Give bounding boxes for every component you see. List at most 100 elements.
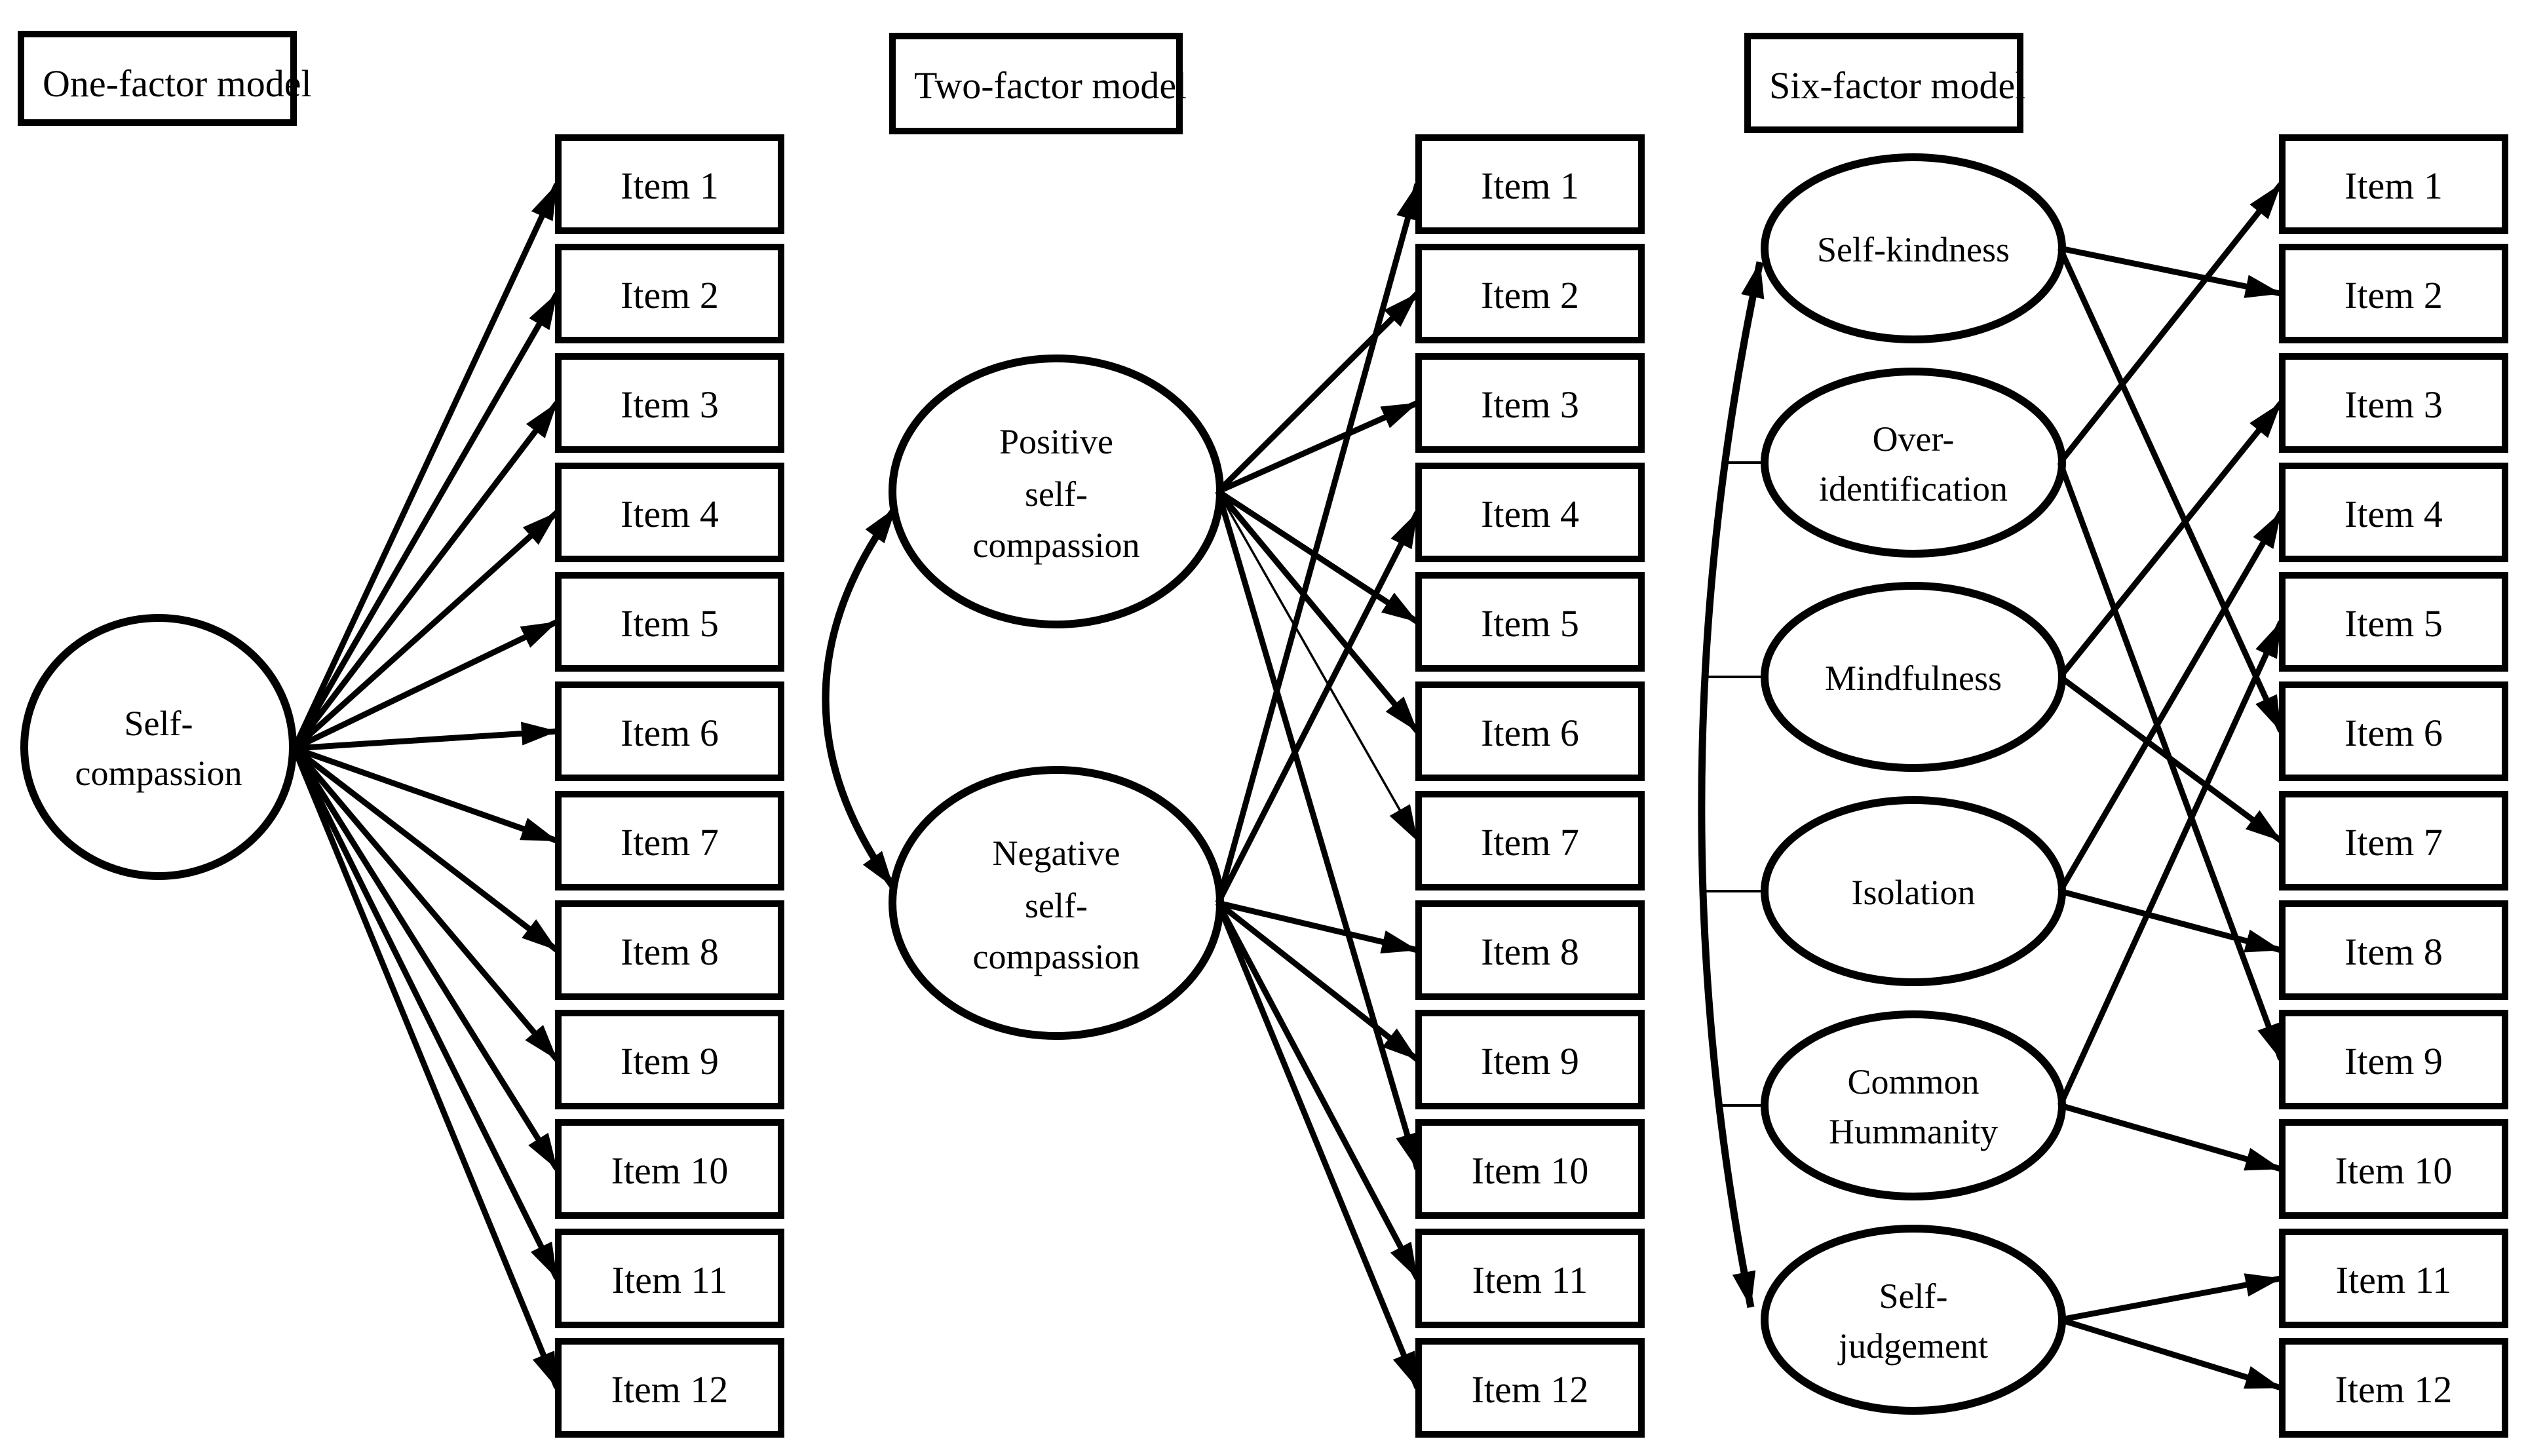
item-label: Item 10 (2335, 1149, 2453, 1192)
item-box (2279, 1010, 2508, 1109)
model-title-box (18, 31, 297, 126)
factor-label-common-humanity: Hummanity (1829, 1112, 1998, 1151)
loading-arrow-negative-self-compassion-to-item-12 (1215, 902, 1421, 1389)
loading-arrow-self-kindness-to-item-2 (2059, 245, 2282, 298)
item-box (555, 353, 784, 453)
item-box (555, 463, 784, 562)
item-label: Item 3 (621, 383, 719, 426)
item-label: Item 2 (1481, 274, 1579, 316)
factor-ellipse-self-compassion (20, 614, 297, 880)
item-label: Item 3 (1481, 383, 1579, 426)
item-box (2279, 353, 2508, 453)
item-box (1415, 681, 1645, 781)
factor-label-positive-self-compassion: self- (1025, 474, 1088, 514)
item-label: Item 1 (2344, 164, 2443, 207)
item-label: Item 4 (1481, 493, 1579, 535)
loading-arrow-self-compassion-to-item-9 (292, 746, 560, 1062)
item-box (2279, 1229, 2508, 1328)
item-box (555, 900, 784, 1000)
item-box (2279, 791, 2508, 891)
loading-arrow-negative-self-compassion-to-item-9 (1216, 900, 1419, 1062)
item-label: Item 6 (1481, 712, 1579, 754)
loading-arrow-common-humanity-to-item-5 (2057, 621, 2284, 1107)
item-label: Item 12 (1472, 1368, 1589, 1411)
item-box (2279, 681, 2508, 781)
loading-arrow-common-humanity-to-item-10 (2059, 1102, 2282, 1172)
item-box (1415, 572, 1645, 672)
item-box (1415, 1229, 1645, 1328)
item-box (1415, 244, 1645, 343)
item-box (2279, 1119, 2508, 1219)
item-label: Item 5 (2344, 602, 2443, 645)
loading-arrow-over-identification-to-item-1 (2057, 182, 2284, 465)
factor-label-over-identification: identification (1819, 469, 2008, 508)
loading-arrow-mindfulness-to-item-7 (2058, 674, 2283, 843)
loading-arrow-mindfulness-to-item-3 (2057, 401, 2284, 679)
factor-label-positive-self-compassion: compassion (973, 526, 1140, 565)
loading-arrow-positive-self-compassion-to-item-10 (1215, 490, 1421, 1170)
factor-label-self-judgement: Self- (1879, 1276, 1948, 1316)
loading-arrow-self-compassion-to-item-1 (291, 183, 560, 750)
item-box (555, 1119, 784, 1219)
item-label: Item 9 (1481, 1040, 1579, 1082)
item-box (1415, 791, 1645, 891)
item-label: Item 7 (621, 821, 719, 864)
item-box (1415, 1010, 1645, 1109)
item-label: Item 12 (2335, 1368, 2453, 1411)
loading-arrow-self-compassion-to-item-10 (292, 746, 560, 1171)
factor-label-self-compassion: compassion (75, 754, 242, 793)
loading-arrow-self-compassion-to-item-6 (294, 721, 558, 752)
loading-arrow-positive-self-compassion-to-item-3 (1217, 400, 1419, 495)
item-label: Item 11 (2336, 1259, 2452, 1301)
item-label: Item 1 (1481, 164, 1579, 207)
item-box (2279, 463, 2508, 562)
item-label: Item 6 (2344, 712, 2443, 754)
item-label: Item 2 (621, 274, 719, 316)
loading-arrow-self-kindness-to-item-6 (2057, 247, 2284, 733)
model-title: Six-factor model (1769, 64, 2025, 107)
factor-correlation-arc (1698, 261, 1765, 1309)
item-box (555, 244, 784, 343)
item-label: Item 3 (2344, 383, 2443, 426)
item-label: Item 8 (2344, 930, 2443, 973)
factor-label-negative-self-compassion: Negative (993, 833, 1120, 873)
item-label: Item 10 (1472, 1149, 1589, 1192)
model-title: Two-factor model (914, 64, 1187, 107)
loading-arrow-positive-self-compassion-to-item-2 (1215, 291, 1420, 494)
loading-arrow-negative-self-compassion-to-item-4 (1215, 510, 1421, 905)
loading-arrow-self-compassion-to-item-4 (292, 510, 560, 751)
item-box (2279, 244, 2508, 343)
factor-label-negative-self-compassion: self- (1025, 886, 1088, 925)
item-label: Item 11 (612, 1259, 728, 1301)
factor-label-negative-self-compassion: compassion (973, 937, 1140, 976)
item-box (555, 681, 784, 781)
item-label: Item 9 (621, 1040, 719, 1082)
factor-label-isolation: Isolation (1852, 873, 1976, 912)
loading-arrow-self-compassion-to-item-2 (292, 292, 560, 750)
item-box (1415, 1119, 1645, 1219)
loading-arrow-self-compassion-to-item-3 (292, 401, 560, 750)
item-box (555, 1229, 784, 1328)
item-label: Item 11 (1472, 1259, 1588, 1301)
item-label: Item 4 (621, 493, 719, 535)
item-box (555, 1338, 784, 1438)
factor-label-common-humanity: Common (1847, 1062, 1979, 1102)
model-title: One-factor model (43, 62, 312, 105)
item-label: Item 7 (1481, 821, 1579, 864)
factor-correlation-arc (822, 505, 899, 889)
item-box (555, 134, 784, 234)
item-box (1415, 353, 1645, 453)
loading-arrow-isolation-to-item-4 (2057, 510, 2284, 893)
item-label: Item 1 (621, 164, 719, 207)
factor-label-mindfulness: Mindfulness (1825, 659, 2002, 698)
item-box (2279, 1338, 2508, 1438)
item-box (555, 1010, 784, 1109)
factor-label-over-identification: Over- (1873, 419, 1955, 459)
item-label: Item 10 (611, 1149, 729, 1192)
loading-arrow-self-compassion-to-item-12 (291, 747, 560, 1389)
item-label: Item 2 (2344, 274, 2443, 316)
